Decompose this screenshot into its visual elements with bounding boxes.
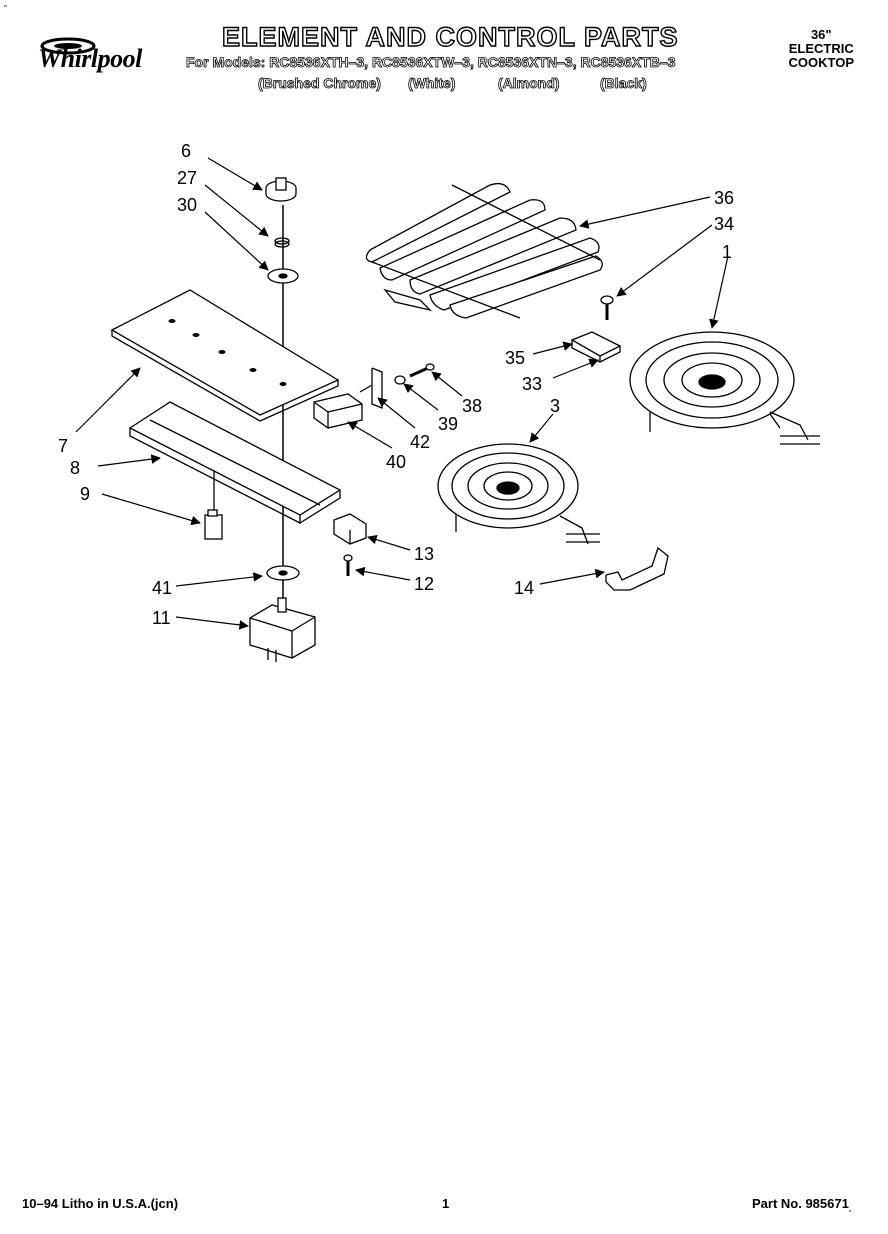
callout-14: 14: [514, 578, 534, 598]
spring-part: [274, 237, 290, 245]
corner-mark: ″: [4, 4, 7, 13]
part-number-suffix: .: [848, 1203, 852, 1214]
callout-3: 3: [550, 396, 560, 416]
washer-part-39: [394, 375, 406, 385]
leader-38: [431, 371, 463, 397]
footer-part-number: Part No. 985671.: [752, 1196, 851, 1214]
leader-27: [204, 184, 269, 237]
page-title: ELEMENT AND CONTROL PARTS: [221, 21, 679, 52]
leader-9: [101, 493, 201, 526]
leader-11: [175, 616, 249, 630]
element-bracket-part: [605, 546, 669, 591]
leader-36: [579, 196, 711, 229]
screw-part-38: [409, 363, 435, 378]
callout-30: 30: [177, 195, 197, 215]
leader-39: [403, 383, 439, 411]
leader-41: [175, 572, 263, 587]
color-black: (Black): [600, 75, 647, 92]
large-surface-element-part: [629, 331, 820, 445]
leader-40: [347, 421, 393, 449]
brand-name: Whirlpool: [38, 44, 142, 73]
leader-33: [552, 358, 599, 379]
leader-30: [204, 211, 269, 271]
switch-part-13: [333, 513, 367, 545]
exploded-parts-diagram: 6 27 30 7 8 9 41 11 40 42 39 38 13 12 36…: [58, 141, 820, 662]
leader-7: [75, 367, 141, 433]
callout-34: 34: [714, 214, 734, 234]
models-line: For Models: RC8536XTH–3, RC8536XTW–3, RC…: [186, 54, 676, 71]
callout-7: 7: [58, 436, 68, 456]
screw-part-34: [600, 295, 614, 320]
callout-33: 33: [522, 374, 542, 394]
leader-35: [532, 341, 573, 355]
product-label: 36" ELECTRIC COOKTOP: [789, 28, 855, 70]
leader-3: [529, 413, 554, 443]
callout-36: 36: [714, 188, 734, 208]
screw-part-12: [343, 554, 353, 576]
leader-12: [355, 566, 411, 581]
callout-13: 13: [414, 544, 434, 564]
infinite-switch-part: [249, 597, 316, 662]
product-type: ELECTRIC: [788, 41, 854, 56]
leader-13: [367, 534, 411, 551]
footer-page-number: 1: [442, 1196, 450, 1211]
receptacle-part: [570, 331, 622, 363]
washer-part-41: [266, 565, 300, 581]
color-white: (White): [408, 75, 456, 92]
callout-1: 1: [722, 242, 732, 262]
leader-1: [709, 255, 729, 329]
broil-element-part: [365, 182, 603, 319]
mounting-bracket-part: [359, 367, 383, 409]
product-size: 36": [810, 27, 832, 42]
control-bracket: [128, 401, 342, 516]
part-number-text: Part No. 985671: [752, 1196, 849, 1211]
callout-41: 41: [152, 578, 172, 598]
color-almond: (Almond): [498, 75, 560, 92]
callout-35: 35: [505, 348, 525, 368]
callout-8: 8: [70, 458, 80, 478]
whirlpool-logo: [40, 37, 96, 55]
switch-part: [204, 470, 223, 540]
callout-27: 27: [177, 168, 197, 188]
callout-42: 42: [410, 432, 430, 452]
washer-part-30: [267, 268, 299, 284]
callout-12: 12: [414, 574, 434, 594]
leader-42: [377, 397, 416, 429]
knob-part: [265, 177, 297, 202]
terminal-block-part: [313, 393, 363, 429]
leader-34: [616, 224, 713, 297]
color-brushed-chrome: (Brushed Chrome): [258, 75, 382, 92]
footer-litho: 10–94 Litho in U.S.A.(jcn): [22, 1196, 179, 1211]
leader-14: [539, 568, 605, 585]
leader-8: [97, 454, 161, 467]
callout-39: 39: [438, 414, 458, 434]
callout-40: 40: [386, 452, 406, 472]
product-name: COOKTOP: [788, 55, 855, 70]
callout-6: 6: [181, 141, 191, 161]
callout-38: 38: [462, 396, 482, 416]
leader-6: [207, 157, 263, 191]
callout-9: 9: [80, 484, 90, 504]
callout-11: 11: [152, 608, 171, 628]
small-surface-element-part: [437, 443, 600, 545]
